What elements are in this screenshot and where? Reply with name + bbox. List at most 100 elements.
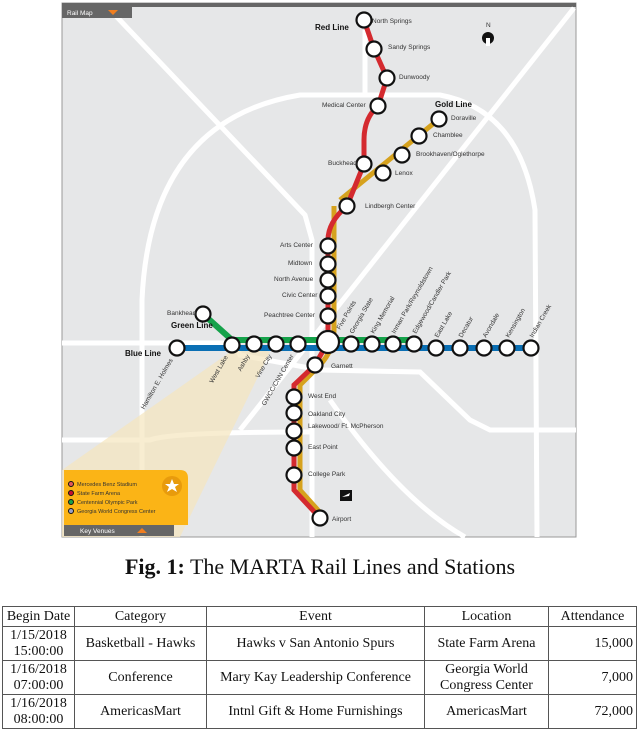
station-marker-icon	[522, 339, 540, 357]
station-label: Peachtree Center	[264, 312, 316, 319]
chevron-up-icon	[137, 528, 147, 533]
caption-text: The MARTA Rail Lines and Stations	[184, 554, 516, 579]
venue-label: State Farm Arena	[77, 491, 121, 497]
cell-category: Basketball - Hawks	[74, 626, 207, 661]
venue-item: Centennial Olympic Park	[68, 499, 138, 506]
station-label: North Avenue	[274, 276, 314, 283]
station-peachtree-center[interactable]: Peachtree Center	[264, 307, 337, 325]
station-college-park[interactable]: College Park	[285, 466, 346, 484]
station-east-point[interactable]: East Point	[285, 439, 338, 457]
station-label: Bankhead	[167, 310, 197, 317]
venue-label: Centennial Olympic Park	[77, 500, 138, 506]
station-label: Airport	[332, 516, 351, 523]
station-medical-center[interactable]: Medical Center	[322, 97, 387, 115]
station-oakland-city[interactable]: Oakland City	[285, 404, 346, 422]
venue-label: Mercedes Benz Stadium	[77, 482, 137, 488]
station-marker-icon	[405, 335, 423, 353]
green-line-label: Green Line	[171, 321, 213, 330]
station-chamblee[interactable]: Chamblee	[410, 127, 464, 145]
events-table: Begin Date Category Event Location Atten…	[2, 606, 637, 729]
gold-line-label: Gold Line	[435, 100, 472, 109]
station-label: Lindbergh Center	[365, 203, 416, 210]
station-label: Buckhead	[328, 160, 357, 167]
station-label: Lakewood/ Ft. McPherson	[308, 423, 384, 430]
station-label: East Point	[308, 444, 338, 451]
station-label: Garnett	[331, 363, 353, 370]
station-label: Oakland City	[308, 411, 346, 418]
venue-item: Mercedes Benz Stadium	[68, 481, 137, 488]
rail-map-tab-label: Rail Map	[67, 10, 93, 17]
station-marker-icon	[168, 339, 186, 357]
station-marker-icon	[319, 271, 337, 289]
header-attendance: Attendance	[548, 606, 637, 627]
station-sandy-springs[interactable]: Sandy Springs	[365, 40, 432, 58]
caption-label: Fig. 1:	[124, 554, 185, 579]
station-marker-icon	[223, 336, 241, 354]
station-marker-icon	[285, 422, 303, 440]
station-marker-icon	[319, 307, 337, 325]
compass-north-label: N	[486, 22, 491, 29]
station-arts-center[interactable]: Arts Center	[280, 237, 337, 255]
station-label: Midtown	[288, 260, 313, 267]
station-lindbergh-center[interactable]: Lindbergh Center	[338, 197, 417, 215]
station-bankhead[interactable]: Bankhead	[167, 305, 212, 323]
station-label: Doraville	[451, 115, 477, 122]
station-marker-icon	[285, 439, 303, 457]
station-label: College Park	[308, 471, 346, 478]
station-marker-icon	[285, 466, 303, 484]
key-venues-tab[interactable]	[64, 525, 174, 536]
venue-pin-icon	[68, 508, 74, 514]
station-marker-icon	[365, 40, 383, 58]
venue-label: Georgia World Congress Center	[77, 509, 156, 515]
station-marker-icon	[194, 305, 212, 323]
station-buckhead[interactable]: Buckhead	[328, 155, 373, 173]
rail-map-tab[interactable]: Rail Map	[62, 7, 132, 18]
station-label: Chamblee	[433, 132, 463, 139]
cell-category: AmericasMart	[74, 694, 207, 729]
cell-category: Conference	[74, 660, 207, 695]
station-marker-icon	[430, 110, 448, 128]
station-marker-icon	[306, 356, 324, 374]
station-marker-icon	[338, 197, 356, 215]
station-marker-icon	[285, 404, 303, 422]
compass: N	[482, 22, 494, 46]
map-top-bar	[62, 3, 576, 7]
station-marker-icon	[475, 339, 493, 357]
station-lakewood-ft-mcpherson[interactable]: Lakewood/ Ft. McPherson	[285, 422, 384, 440]
station-brookhaven-oglethorpe[interactable]: Brookhaven/Oglethorpe	[393, 146, 486, 164]
station-label: Brookhaven/Oglethorpe	[416, 151, 485, 158]
venue-item: Georgia World Congress Center	[68, 508, 156, 515]
station-label: Sandy Springs	[388, 44, 431, 51]
venue-pin-icon	[68, 499, 74, 505]
station-dunwoody[interactable]: Dunwoody	[378, 69, 431, 87]
station-label: North Springs	[372, 18, 412, 25]
station-label: Medical Center	[322, 102, 367, 109]
venue-pin-icon	[68, 490, 74, 496]
station-marker-icon	[393, 146, 411, 164]
station-lenox[interactable]: Lenox	[374, 164, 414, 182]
cell-event: Hawks v San Antonio Spurs	[206, 626, 425, 661]
cell-attendance: 15,000	[548, 626, 637, 661]
station-marker-icon	[319, 255, 337, 273]
station-north-springs[interactable]: North Springs	[355, 11, 413, 29]
station-marker-icon	[369, 97, 387, 115]
figure-caption: Fig. 1: The MARTA Rail Lines and Station…	[0, 554, 640, 580]
station-doraville[interactable]: Doraville	[430, 110, 477, 128]
cell-attendance: 72,000	[548, 694, 637, 729]
chevron-down-icon	[108, 10, 118, 15]
station-garnett[interactable]: Garnett	[306, 356, 353, 374]
blue-line-label: Blue Line	[125, 349, 162, 358]
cell-event: Mary Kay Leadership Conference	[206, 660, 425, 695]
cell-event: Intnl Gift & Home Furnishings	[206, 694, 425, 729]
station-marker-icon	[285, 388, 303, 406]
station-marker-icon	[319, 237, 337, 255]
header-location: Location	[424, 606, 549, 627]
station-airport[interactable]: Airport	[311, 509, 352, 527]
station-label: Arts Center	[280, 242, 314, 249]
station-civic-center[interactable]: Civic Center	[282, 287, 337, 305]
